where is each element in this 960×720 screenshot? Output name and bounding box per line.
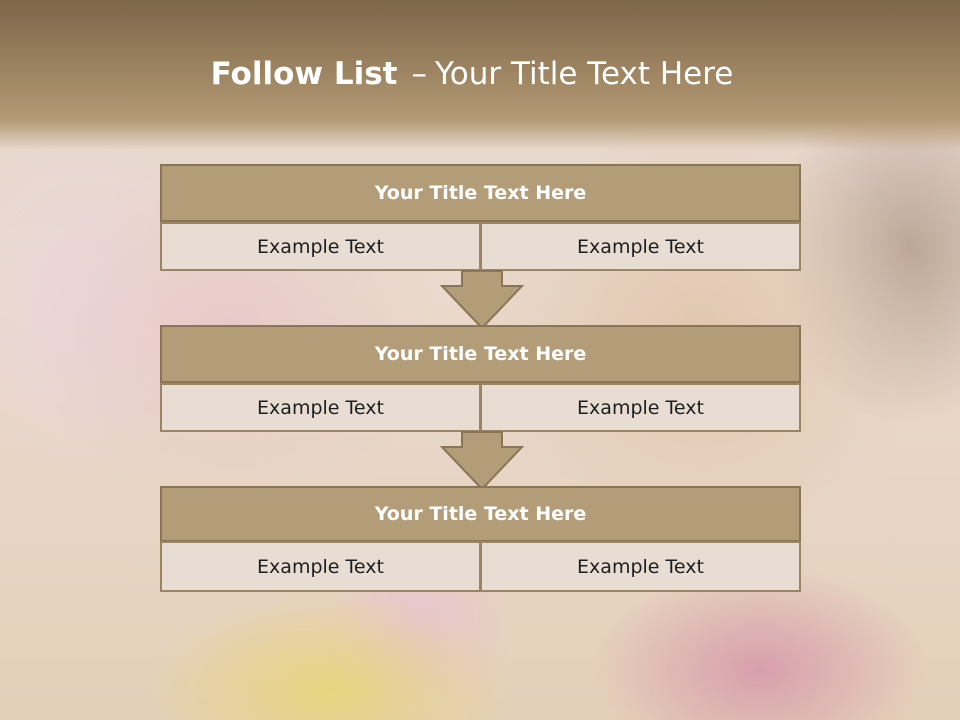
block-left-cell: Example Text (160, 383, 481, 432)
slide-title-rest: Your Title Text Here (434, 56, 734, 92)
header-band (0, 0, 960, 150)
block-title: Your Title Text Here (160, 325, 801, 383)
down-arrow-icon (440, 431, 524, 491)
slide-title: Follow List–Your Title Text Here (0, 56, 944, 92)
down-arrow-icon (440, 270, 524, 330)
block-title: Your Title Text Here (160, 164, 801, 222)
block-left-cell: Example Text (160, 541, 481, 592)
block-right-cell: Example Text (480, 222, 801, 271)
slide-title-dash: – (411, 56, 427, 92)
slide-title-bold: Follow List (210, 56, 398, 92)
list-block-1: Your Title Text Here Example Text Exampl… (160, 164, 801, 272)
list-block-2: Your Title Text Here Example Text Exampl… (160, 325, 801, 433)
block-title: Your Title Text Here (160, 486, 801, 542)
block-left-cell: Example Text (160, 222, 481, 271)
block-right-cell: Example Text (480, 541, 801, 592)
list-block-3: Your Title Text Here Example Text Exampl… (160, 486, 801, 592)
block-right-cell: Example Text (480, 383, 801, 432)
